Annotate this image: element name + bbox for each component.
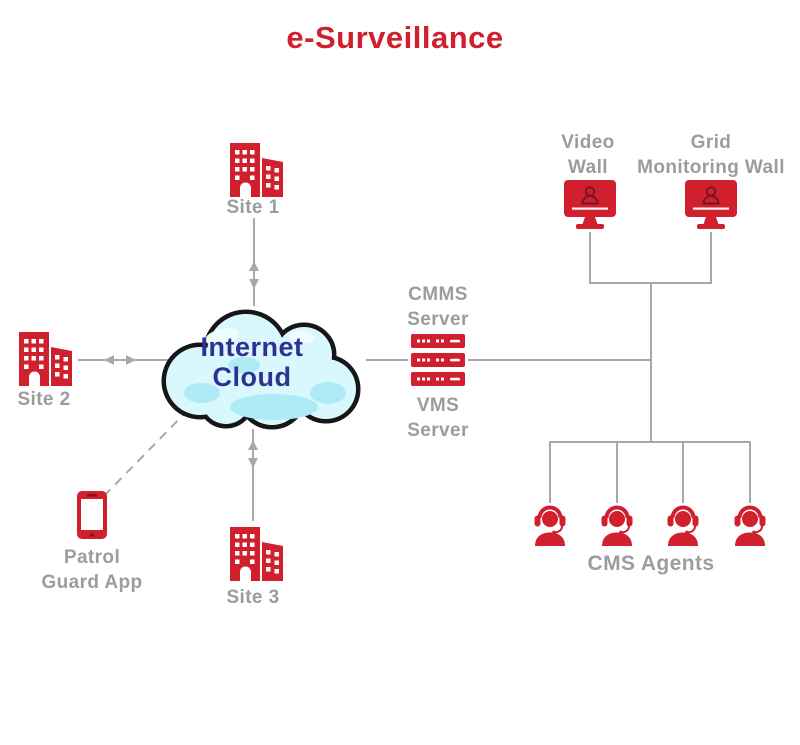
video-wall-monitor-icon bbox=[564, 180, 616, 229]
internet-cloud-icon bbox=[161, 309, 361, 430]
cms-agent-icon bbox=[601, 505, 633, 546]
vms-server-label: VMS Server bbox=[407, 395, 469, 441]
cms-agent-icon bbox=[667, 505, 699, 546]
site2-building-icon bbox=[19, 332, 72, 386]
patrol-guard-app-label: Patrol Guard App bbox=[41, 547, 143, 593]
cms-agent-icon bbox=[534, 505, 566, 546]
cms-agent-icon bbox=[734, 505, 766, 546]
grid-monitoring-wall-label: Grid Monitoring Wall bbox=[637, 132, 785, 178]
patrol-guard-app-icon bbox=[77, 491, 107, 539]
internet-cloud-label: Internet Cloud bbox=[200, 332, 304, 392]
connector-patrol-cloud bbox=[103, 411, 187, 497]
cmms-server-label: CMMS Server bbox=[407, 284, 469, 330]
site3-label: Site 3 bbox=[226, 587, 280, 608]
arrow-up-site1 bbox=[249, 261, 259, 271]
arrow-up-site3 bbox=[248, 440, 258, 450]
site1-label: Site 1 bbox=[226, 197, 280, 218]
site1-building-icon bbox=[230, 143, 283, 197]
video-wall-label: Video Wall bbox=[561, 132, 615, 178]
arrow-down-site1 bbox=[249, 279, 259, 289]
grid-monitoring-wall-monitor-icon bbox=[685, 180, 737, 229]
site2-label: Site 2 bbox=[17, 389, 71, 410]
server-icon bbox=[411, 334, 465, 386]
page-title: e-Surveillance bbox=[286, 20, 504, 55]
arrow-down-site3 bbox=[248, 458, 258, 468]
arrow-left-site2 bbox=[104, 355, 114, 365]
arrow-right-site2 bbox=[126, 355, 136, 365]
site3-building-icon bbox=[230, 527, 283, 581]
cms-agents-label: CMS Agents bbox=[587, 552, 715, 575]
